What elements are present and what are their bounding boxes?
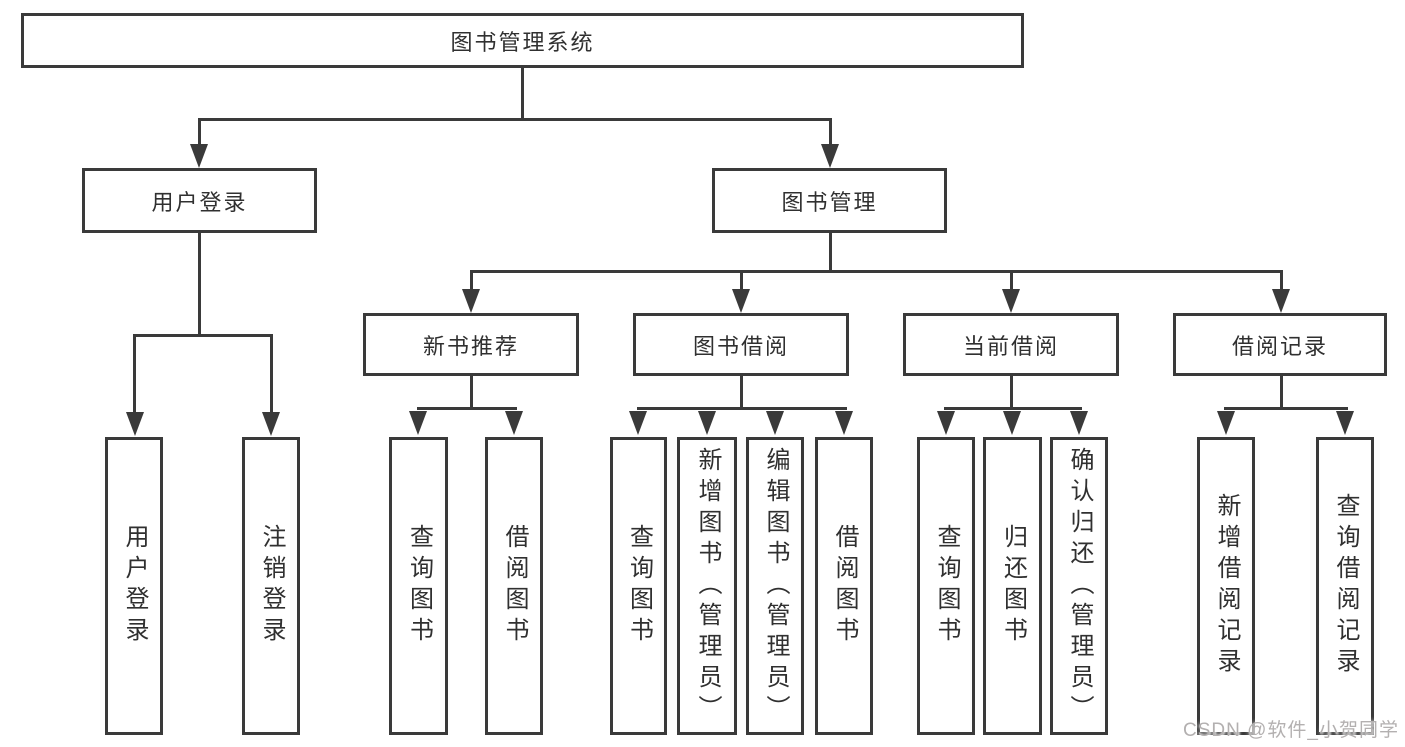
arrow-down-icon [409,411,427,435]
leaf-query-borrow-record: 查询借阅记录 [1316,437,1374,735]
arrow-down-icon [821,144,839,168]
connector-leaf-drop [133,334,136,414]
leaf-logout-login: 注销登录 [242,437,300,735]
leaf-add-borrow-record: 新增借阅记录 [1197,437,1255,735]
leaf-borrow-books-borrow: 借阅图书 [815,437,873,735]
node-root: 图书管理系统 [21,13,1024,68]
connector-book-mgmt-drop [829,118,832,148]
connector-level3-drop [1280,270,1283,294]
leaf-query-books-current: 查询图书 [917,437,975,735]
leaf-query-books-borrow: 查询图书 [610,437,667,735]
node-book-management: 图书管理 [712,168,947,233]
connector-recommend-rail [417,407,517,410]
arrow-down-icon [1002,289,1020,313]
arrow-down-icon [698,411,716,435]
connector-borrow-rail [637,407,847,410]
leaf-confirm-return-admin: 确认归还（管理员） [1050,437,1108,735]
connector-borrow-stem [740,376,743,410]
connector-records-stem [1280,376,1283,410]
arrow-down-icon [262,412,280,436]
arrow-down-icon [505,411,523,435]
arrow-down-icon [462,289,480,313]
connector-level3-drop [740,270,743,294]
connector-level3-drop [1010,270,1013,294]
node-current-borrow: 当前借阅 [903,313,1119,376]
arrow-down-icon [190,144,208,168]
arrow-down-icon [126,412,144,436]
arrow-down-icon [1336,411,1354,435]
arrow-down-icon [835,411,853,435]
leaf-edit-books-admin: 编辑图书（管理员） [746,437,804,735]
node-borrow-records: 借阅记录 [1173,313,1387,376]
node-user-login: 用户登录 [82,168,317,233]
watermark: CSDN @软件_小贺同学 [1183,720,1399,741]
arrow-down-icon [1217,411,1235,435]
arrow-down-icon [1272,289,1290,313]
connector-recommend-stem [470,376,473,410]
node-new-book-recommend: 新书推荐 [363,313,579,376]
arrow-down-icon [1003,411,1021,435]
node-book-borrow: 图书借阅 [633,313,849,376]
connector-current-stem [1010,376,1013,410]
connector-level3-rail [470,270,1283,273]
leaf-return-books: 归还图书 [983,437,1042,735]
connector-user-login-stem [198,233,201,337]
connector-root-stem [521,68,524,121]
connector-level3-drop [470,270,473,294]
connector-book-mgmt-stem [829,233,832,273]
leaf-borrow-books-recommend: 借阅图书 [485,437,543,735]
arrow-down-icon [732,289,750,313]
leaf-query-books-recommend: 查询图书 [389,437,448,735]
arrow-down-icon [1070,411,1088,435]
leaf-add-books-admin: 新增图书（管理员） [677,437,737,735]
leaf-user-login: 用户登录 [105,437,163,735]
arrow-down-icon [629,411,647,435]
connector-level2-rail [198,118,832,121]
connector-current-rail [944,407,1082,410]
connector-user-login-drop [198,118,201,148]
connector-records-rail [1224,407,1348,410]
connector-leaf-drop [270,334,273,414]
arrow-down-icon [937,411,955,435]
connector-user-login-rail [133,334,273,337]
arrow-down-icon [766,411,784,435]
